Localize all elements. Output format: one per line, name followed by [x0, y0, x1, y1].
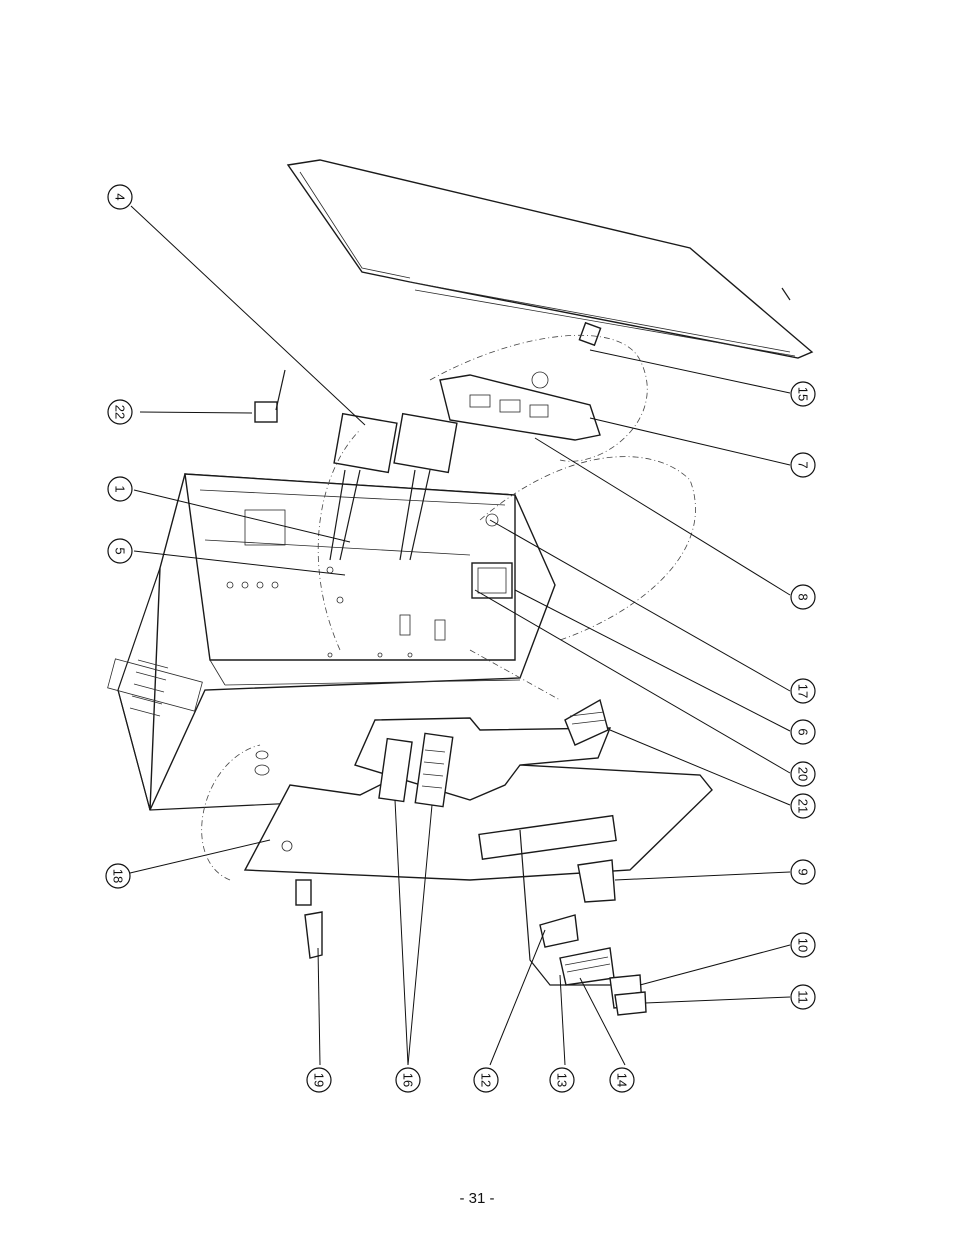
callout-label: 5 [113, 547, 128, 554]
callout-label: 21 [796, 799, 811, 813]
callout-7: 7 [791, 453, 815, 477]
callout-label: 13 [555, 1073, 570, 1087]
callout-label: 9 [796, 868, 811, 875]
callout-1: 1 [108, 477, 132, 501]
callout-label: 19 [312, 1073, 327, 1087]
callout-label: 4 [113, 193, 128, 200]
callout-label: 1 [113, 485, 128, 492]
callout-18: 18 [106, 864, 130, 888]
callout-11: 11 [791, 985, 815, 1009]
callout-19: 19 [307, 1068, 331, 1092]
callout-label: 10 [796, 938, 811, 952]
callout-label: 14 [615, 1073, 630, 1087]
callout-17: 17 [791, 679, 815, 703]
callout-15: 15 [791, 382, 815, 406]
callout-16: 16 [396, 1068, 420, 1092]
callout-label: 18 [111, 869, 126, 883]
callout-label: 8 [796, 593, 811, 600]
callout-label: 15 [796, 387, 811, 401]
callout-4: 4 [108, 185, 132, 209]
callout-13: 13 [550, 1068, 574, 1092]
callout-label: 7 [796, 461, 811, 468]
callout-12: 12 [474, 1068, 498, 1092]
callout-6: 6 [791, 720, 815, 744]
callout-label: 20 [796, 767, 811, 781]
page-number: - 31 - [0, 1190, 954, 1207]
callout-label: 6 [796, 728, 811, 735]
callout-label: 16 [401, 1073, 416, 1087]
callout-8: 8 [791, 585, 815, 609]
top-cover-panel [288, 160, 812, 358]
callout-9: 9 [791, 860, 815, 884]
callout-22: 22 [108, 400, 132, 424]
callout-14: 14 [610, 1068, 634, 1092]
callout-20: 20 [791, 762, 815, 786]
callout-label: 12 [479, 1073, 494, 1087]
control-pcb [440, 372, 600, 440]
callout-10: 10 [791, 933, 815, 957]
callout-label: 17 [796, 684, 811, 698]
callout-label: 22 [113, 405, 128, 419]
callout-5: 5 [108, 539, 132, 563]
transformer [472, 563, 512, 598]
callout-label: 11 [796, 990, 811, 1004]
callout-21: 21 [791, 794, 815, 818]
